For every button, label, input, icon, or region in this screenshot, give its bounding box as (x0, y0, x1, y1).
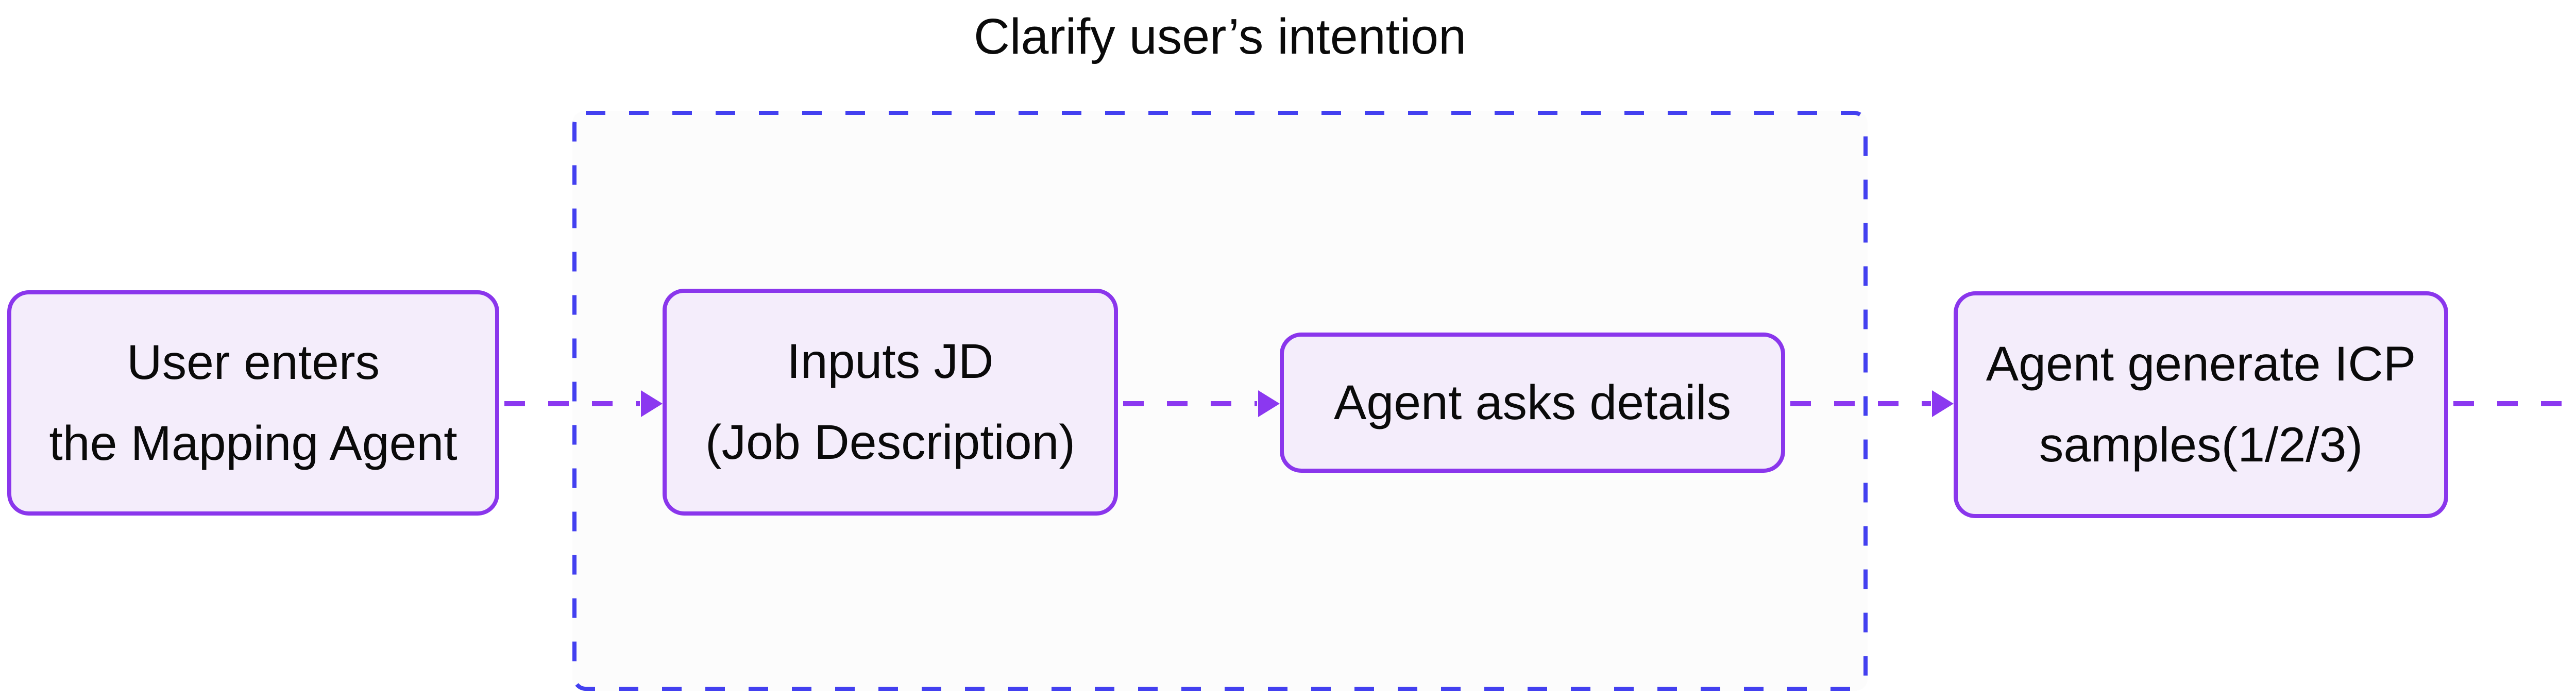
flow-node-inputs-jd: Inputs JD (Job Description) (663, 289, 1118, 516)
flow-node-user-enters: User enters the Mapping Agent (7, 290, 499, 516)
node-label-line: (Job Description) (705, 415, 1076, 470)
node-label-line: Agent generate ICP (1986, 337, 2416, 391)
node-label-line: samples(1/2/3) (2039, 418, 2363, 472)
node-label-line: User enters (126, 335, 380, 390)
arrow-4 (2453, 401, 2576, 406)
stage-title: Clarify user’s intention (973, 8, 1467, 64)
node-label-line: the Mapping Agent (49, 416, 457, 471)
flow-node-agent-asks-details: Agent asks details (1280, 333, 1785, 473)
dashed-group-border (572, 111, 1868, 691)
flow-node-agent-generate-icp: Agent generate ICP samples(1/2/3) (1954, 291, 2448, 518)
node-label-line: Inputs JD (787, 334, 994, 389)
node-label-line: Agent asks details (1334, 375, 1731, 430)
